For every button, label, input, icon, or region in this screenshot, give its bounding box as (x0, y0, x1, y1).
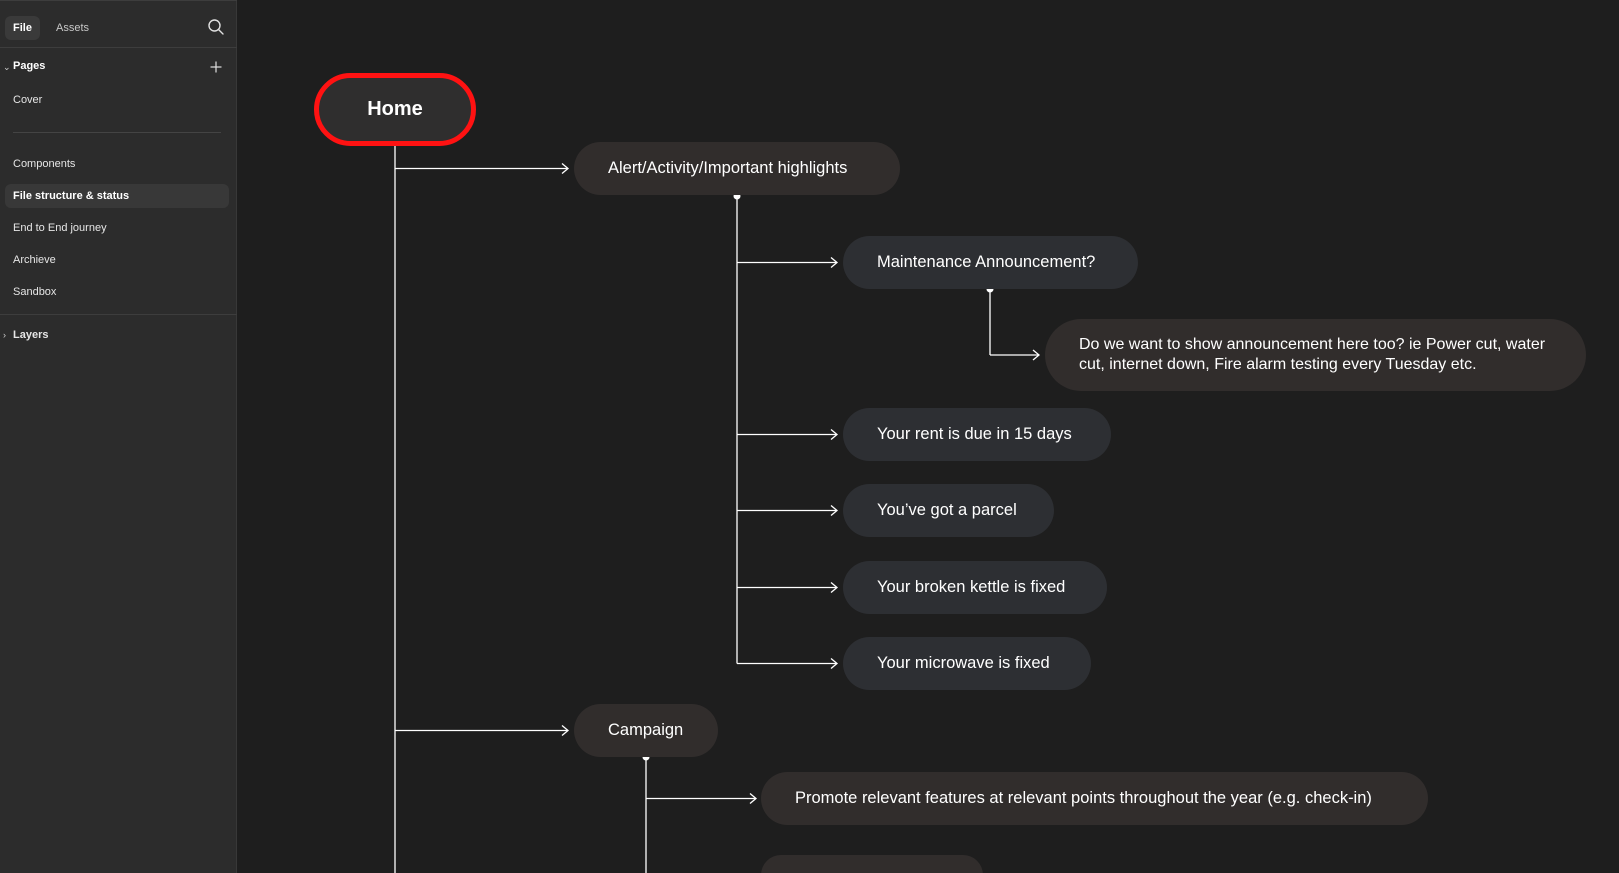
plus-icon[interactable] (209, 60, 223, 74)
page-item-end-to-end[interactable]: End to End journey (13, 222, 107, 234)
search-icon[interactable] (207, 18, 225, 36)
chevron-right-icon[interactable]: › (3, 330, 6, 340)
page-item-sandbox[interactable]: Sandbox (13, 286, 57, 298)
node-campaign[interactable]: Campaign (574, 704, 718, 757)
tab-assets[interactable]: Assets (56, 22, 90, 34)
node-promote-features[interactable]: Promote relevant features at relevant po… (761, 772, 1428, 825)
page-item-file-structure[interactable]: File structure & status (5, 184, 229, 208)
page-item-components[interactable]: Components (13, 158, 76, 170)
node-parcel[interactable]: You’ve got a parcel (843, 484, 1054, 537)
layers-label: Layers (13, 329, 49, 341)
tab-file[interactable]: File (5, 16, 40, 40)
sidebar-topbar: File Assets (0, 0, 237, 48)
node-home[interactable]: Home (314, 73, 476, 146)
page-item-cover[interactable]: Cover (13, 94, 43, 106)
page-item-archieve[interactable]: Archieve (13, 254, 56, 266)
node-microwave-fixed[interactable]: Your microwave is fixed (843, 637, 1091, 690)
pages-label: Pages (13, 60, 46, 72)
page-divider (13, 132, 221, 133)
node-partial[interactable] (761, 855, 983, 873)
node-alert-activity[interactable]: Alert/Activity/Important highlights (574, 142, 900, 195)
layers-section-header[interactable]: › Layers (0, 326, 237, 346)
node-announcement-question[interactable]: Do we want to show announcement here too… (1045, 319, 1586, 391)
chevron-down-icon[interactable]: ⌄ (3, 62, 11, 72)
left-sidebar: File Assets ⌄ Pages Cover Components Fil… (0, 0, 237, 873)
pages-section-header[interactable]: ⌄ Pages (0, 58, 237, 78)
layers-divider (0, 314, 237, 315)
node-rent-due[interactable]: Your rent is due in 15 days (843, 408, 1111, 461)
node-maintenance-announcement[interactable]: Maintenance Announcement? (843, 236, 1138, 289)
node-kettle-fixed[interactable]: Your broken kettle is fixed (843, 561, 1107, 614)
